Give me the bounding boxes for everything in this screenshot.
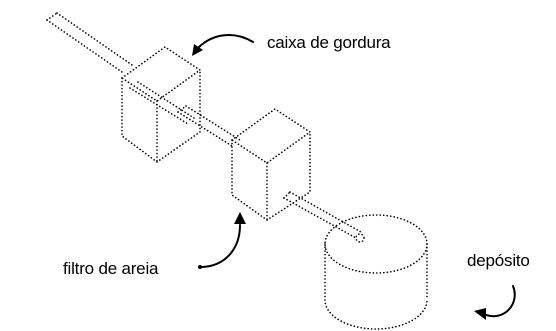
- sand-filter-label: filtro de areia: [63, 259, 159, 278]
- grease-trap-label: caixa de gordura: [267, 33, 391, 52]
- inlet-pipe: [46, 12, 133, 73]
- tank-arrow: [474, 285, 516, 320]
- connecting-pipe: [129, 81, 241, 147]
- tank-label: depósito: [467, 251, 530, 270]
- tank-cylinder: [324, 214, 428, 330]
- grease-trap-box: [121, 46, 201, 163]
- outlet-pipe: [283, 191, 365, 243]
- sand-filter-arrow: [198, 212, 246, 269]
- grease-trap-arrow: [192, 34, 254, 56]
- sand-filter-box: [231, 108, 311, 221]
